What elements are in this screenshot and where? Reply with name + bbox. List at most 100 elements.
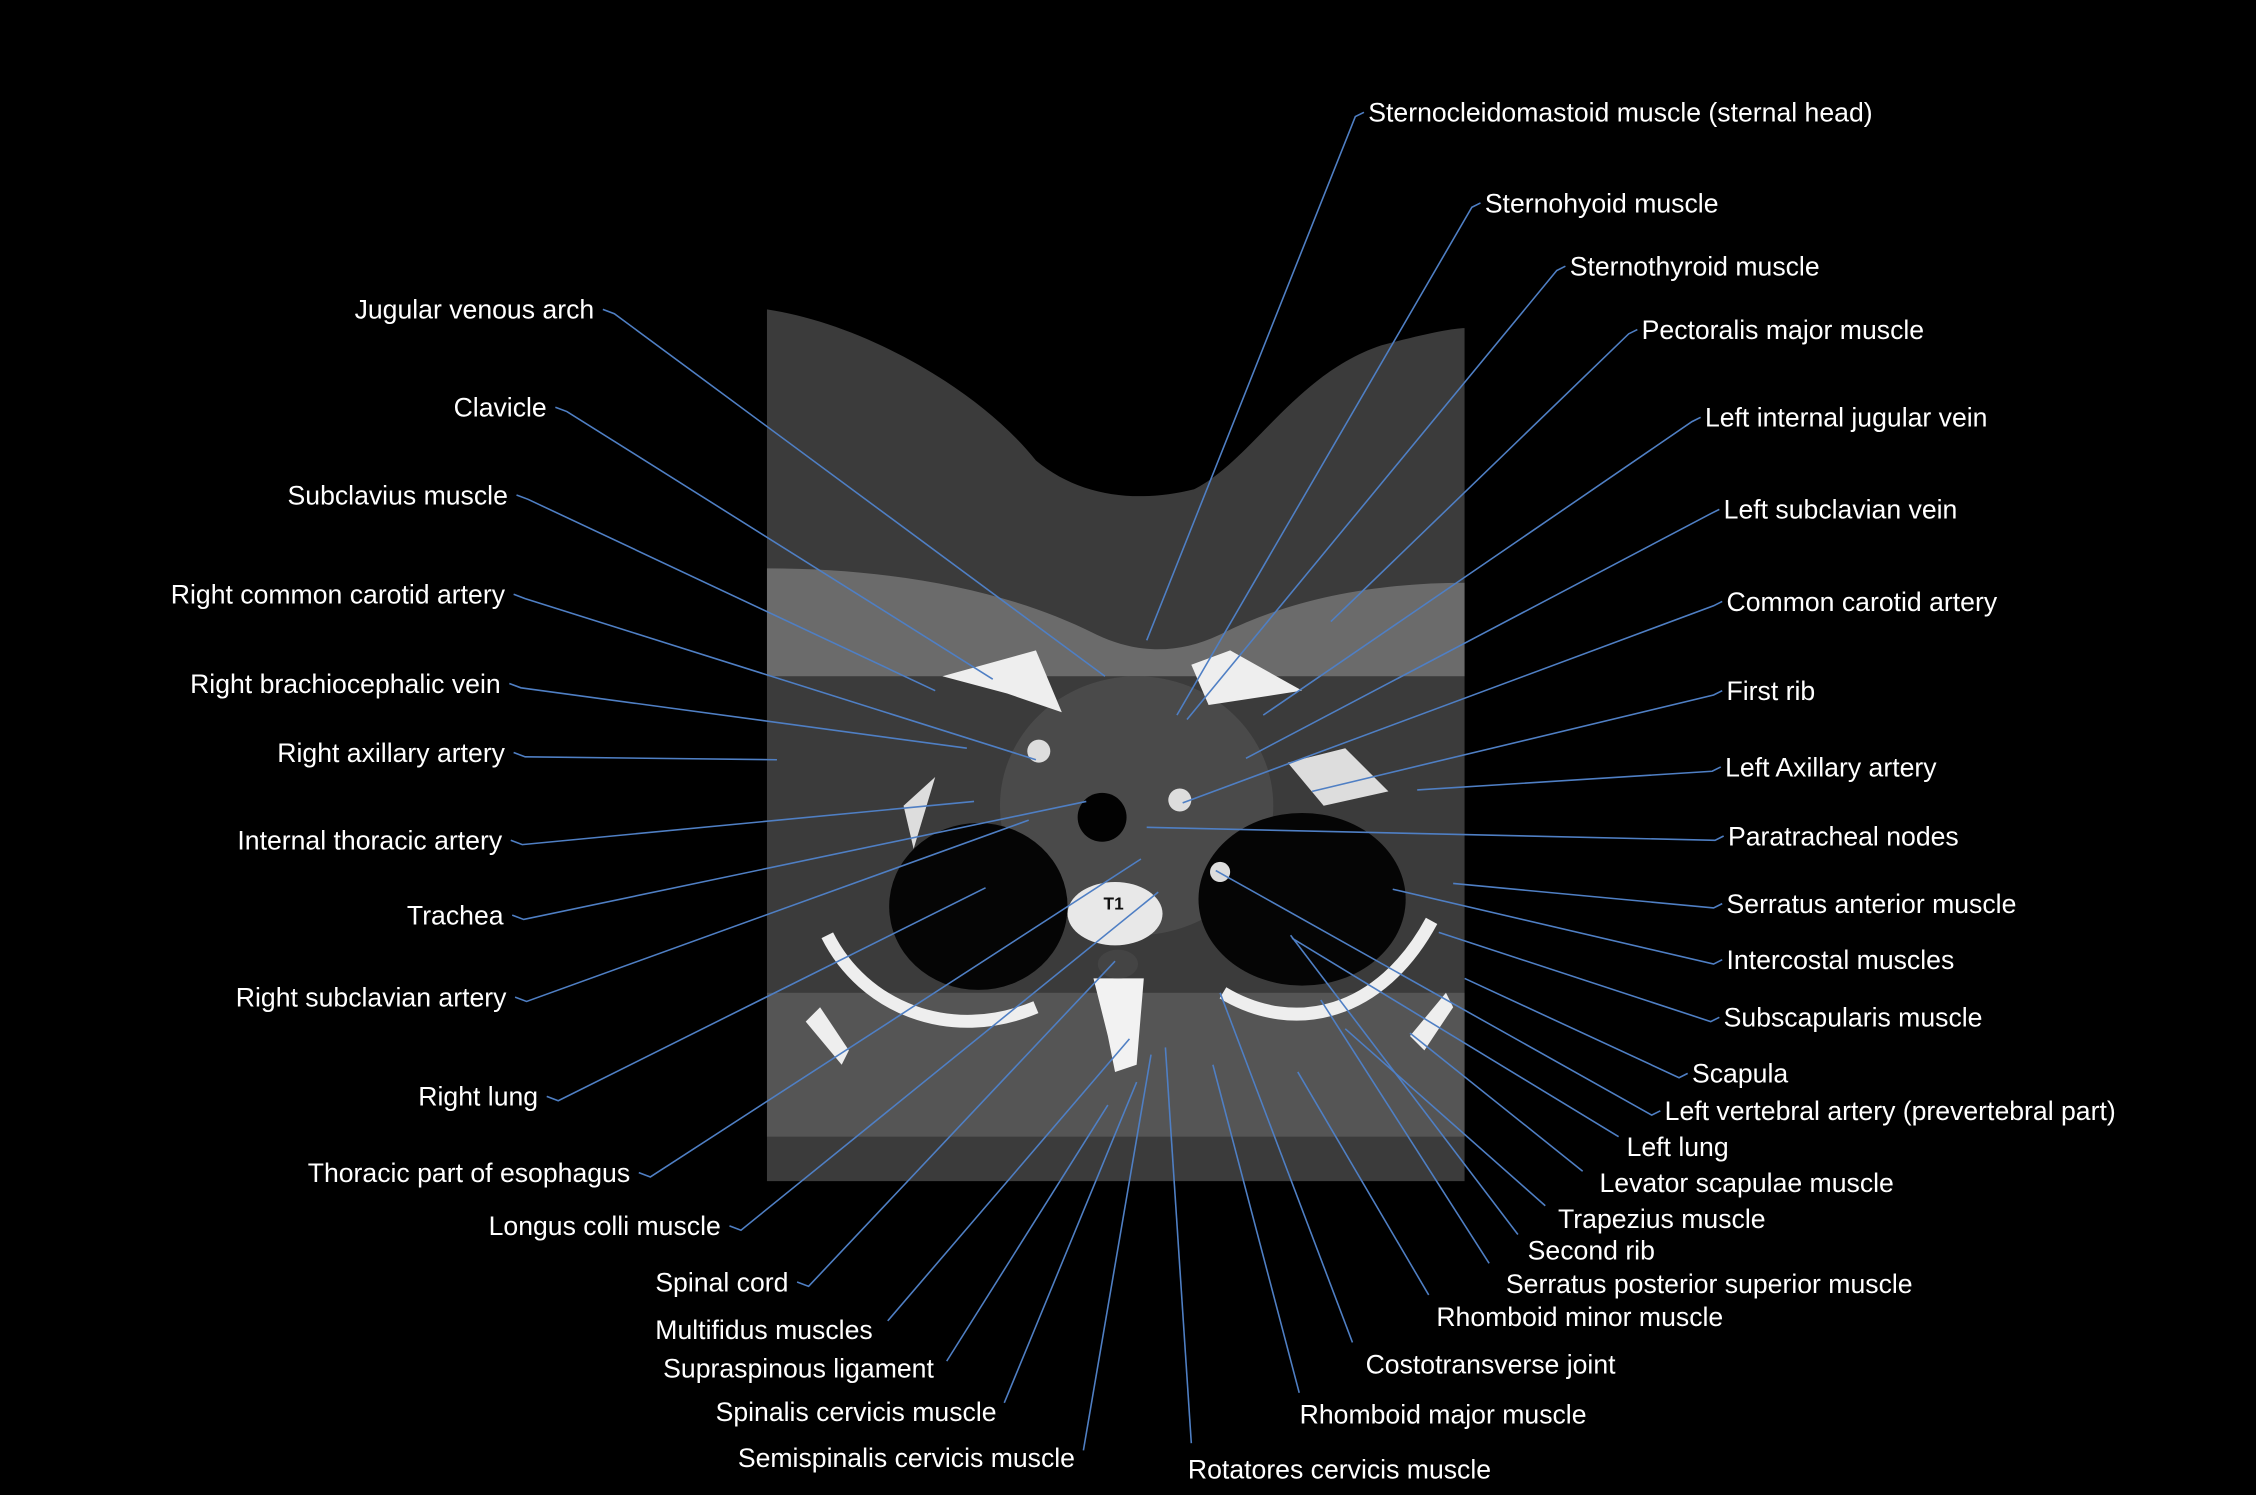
- label-first-rib: First rib: [1727, 676, 1816, 706]
- leader-line-right-lung: [546, 887, 986, 1102]
- leader-line-second-rib: [1289, 934, 1519, 1236]
- label-subclavius-muscle: Subclavius muscle: [288, 480, 508, 510]
- label-left-axillary-artery: Left Axillary artery: [1725, 752, 1937, 782]
- label-left-subclavian-vein: Left subclavian vein: [1724, 495, 1958, 525]
- leader-line-spinalis-cervicis-muscle: [1003, 1081, 1138, 1404]
- pectoral-muscle-band: [766, 568, 1465, 677]
- left-vertebral-artery: [1210, 861, 1231, 883]
- right-lung: [889, 823, 1068, 990]
- leader-line-spinal-cord: [796, 960, 1116, 1288]
- leader-line-rhomboid-minor-muscle: [1297, 1071, 1430, 1296]
- label-intercostal-muscles: Intercostal muscles: [1727, 945, 1955, 975]
- label-longus-colli-muscle: Longus colli muscle: [489, 1211, 721, 1241]
- label-rhomboid-minor-muscle: Rhomboid minor muscle: [1436, 1302, 1723, 1332]
- leader-line-common-carotid-artery: [1182, 600, 1723, 804]
- leader-line-right-common-carotid-artery: [513, 593, 1037, 761]
- leader-line-longus-colli-muscle: [729, 891, 1159, 1232]
- trachea: [1077, 792, 1127, 842]
- label-right-common-carotid-artery: Right common carotid artery: [171, 580, 506, 610]
- leader-line-right-brachiocephalic-vein: [509, 682, 967, 750]
- leader-line-left-subclavian-vein: [1245, 508, 1720, 759]
- leader-line-left-internal-jugular-vein: [1262, 416, 1701, 716]
- label-supraspinous-ligament: Supraspinous ligament: [663, 1354, 934, 1384]
- right-scapula: [805, 1007, 849, 1065]
- leader-line-first-rib: [1311, 689, 1723, 793]
- label-left-lung: Left lung: [1627, 1132, 1729, 1162]
- spinous-process: [1093, 978, 1144, 1072]
- leader-line-internal-thoracic-artery: [510, 800, 975, 846]
- leader-line-sternohyoid-muscle: [1176, 202, 1481, 716]
- label-paratracheal-nodes: Paratracheal nodes: [1728, 821, 1959, 851]
- leader-line-trapezius-muscle: [1344, 1028, 1546, 1207]
- leader-line-supraspinous-ligament: [946, 1104, 1109, 1362]
- label-trachea: Trachea: [407, 900, 504, 930]
- leader-line-rotatores-cervicis-muscle: [1164, 1047, 1193, 1444]
- leader-line-subscapularis-muscle: [1438, 931, 1720, 1023]
- label-rhomboid-major-muscle: Rhomboid major muscle: [1300, 1400, 1587, 1430]
- label-spinalis-cervicis-muscle: Spinalis cervicis muscle: [716, 1397, 997, 1427]
- label-subscapularis-muscle: Subscapularis muscle: [1724, 1003, 1983, 1033]
- label-clavicle: Clavicle: [454, 393, 547, 423]
- label-left-vertebral-artery-prevertebral-part: Left vertebral artery (prevertebral part…: [1665, 1096, 2116, 1126]
- label-second-rib: Second rib: [1528, 1236, 1655, 1266]
- label-right-axillary-artery: Right axillary artery: [277, 738, 505, 768]
- leader-line-pectoralis-major-muscle: [1330, 328, 1638, 623]
- leader-line-sternothyroid-muscle: [1186, 265, 1566, 720]
- leader-line-paratracheal-nodes: [1146, 826, 1725, 842]
- label-semispinalis-cervicis-muscle: Semispinalis cervicis muscle: [738, 1443, 1075, 1473]
- label-spinal-cord: Spinal cord: [655, 1267, 788, 1297]
- left-lung: [1198, 812, 1406, 986]
- leader-line-clavicle: [555, 406, 994, 680]
- label-thoracic-part-of-esophagus: Thoracic part of esophagus: [308, 1158, 630, 1188]
- leader-line-intercostal-muscles: [1392, 888, 1723, 965]
- label-right-lung: Right lung: [418, 1082, 538, 1112]
- label-multifidus-muscles: Multifidus muscles: [655, 1315, 872, 1345]
- label-trapezius-muscle: Trapezius muscle: [1558, 1204, 1766, 1234]
- leader-lines: [509, 111, 1725, 1451]
- label-levator-scapulae-muscle: Levator scapulae muscle: [1600, 1168, 1894, 1198]
- label-right-brachiocephalic-vein: Right brachiocephalic vein: [190, 669, 501, 699]
- leader-line-left-vertebral-artery-prevertebral-part: [1215, 869, 1661, 1117]
- label-scapula: Scapula: [1692, 1059, 1788, 1089]
- label-sternohyoid-muscle: Sternohyoid muscle: [1485, 188, 1719, 218]
- left-common-carotid: [1168, 788, 1192, 812]
- leader-line-right-subclavian-artery: [514, 819, 1029, 1003]
- ct-scan-image: T1: [766, 306, 1465, 1182]
- leader-line-serratus-posterior-superior-muscle: [1320, 999, 1490, 1264]
- left-rib: [1219, 917, 1438, 1021]
- label-jugular-venous-arch: Jugular venous arch: [355, 295, 595, 325]
- right-carotid: [1027, 739, 1051, 763]
- vertebra-label: T1: [1104, 893, 1125, 913]
- leader-line-multifidus-muscles: [887, 1038, 1131, 1322]
- left-scapula: [1410, 992, 1454, 1051]
- spinal-canal: [1097, 949, 1139, 979]
- label-internal-thoracic-artery: Internal thoracic artery: [237, 826, 502, 856]
- leader-line-levator-scapulae-muscle: [1409, 1032, 1584, 1172]
- leader-line-jugular-venous-arch: [602, 308, 1106, 677]
- leader-line-left-lung: [1291, 937, 1620, 1138]
- label-costotransverse-joint: Costotransverse joint: [1366, 1349, 1617, 1379]
- leader-line-right-axillary-artery: [513, 751, 777, 761]
- leader-line-scapula: [1464, 977, 1689, 1079]
- label-common-carotid-artery: Common carotid artery: [1727, 587, 1998, 617]
- label-sternocleidomastoid-muscle-sternal-head: Sternocleidomastoid muscle (sternal head…: [1368, 98, 1872, 128]
- leader-line-semispinalis-cervicis-muscle: [1082, 1054, 1152, 1451]
- leader-line-costotransverse-joint: [1219, 992, 1354, 1343]
- label-rotatores-cervicis-muscle: Rotatores cervicis muscle: [1188, 1454, 1491, 1484]
- right-clavicle: [942, 650, 1062, 713]
- label-pectoralis-major-muscle: Pectoralis major muscle: [1642, 315, 1924, 345]
- left-clavicle: [1191, 650, 1303, 706]
- label-sternothyroid-muscle: Sternothyroid muscle: [1570, 252, 1820, 282]
- label-serratus-anterior-muscle: Serratus anterior muscle: [1727, 889, 2017, 919]
- label-serratus-posterior-superior-muscle: Serratus posterior superior muscle: [1506, 1269, 1913, 1299]
- leader-line-sternocleidomastoid-muscle-sternal-head: [1145, 111, 1365, 641]
- leader-line-rhomboid-major-muscle: [1212, 1064, 1300, 1393]
- leader-line-left-axillary-artery: [1417, 766, 1722, 791]
- right-first-rib: [903, 776, 936, 849]
- t1-vertebral-body: [1067, 882, 1163, 946]
- leader-line-subclavius-muscle: [516, 494, 936, 692]
- leader-line-thoracic-part-of-esophagus: [638, 858, 1142, 1178]
- label-left-internal-jugular-vein: Left internal jugular vein: [1705, 403, 1988, 433]
